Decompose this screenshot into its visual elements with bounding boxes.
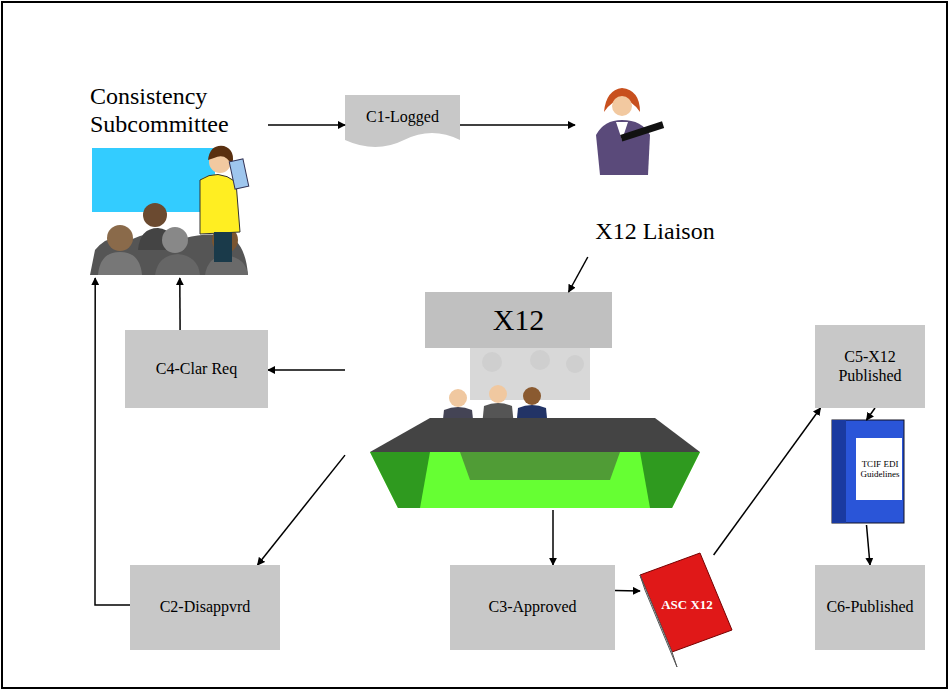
status-box: C4-Clar Req	[125, 330, 268, 408]
meeting-clipart-part	[143, 203, 167, 227]
flow-arrow	[714, 408, 821, 555]
node-label: ASC X12	[661, 598, 713, 613]
blue-binder-part	[832, 420, 846, 523]
flow-arrow	[95, 278, 130, 605]
meeting-clipart-part	[92, 148, 215, 212]
flow-arrow	[460, 124, 575, 126]
text-region: C6-Published	[819, 565, 921, 650]
meeting-table-clipart-part	[425, 292, 612, 348]
flow-arrow	[867, 525, 871, 565]
text-region: X12 Liaison	[575, 210, 735, 254]
node-label: TCIF EDI Guidelines	[857, 459, 903, 480]
committee-node: X12	[345, 292, 700, 510]
blue-binder-part	[832, 420, 904, 523]
meeting-table-clipart	[370, 292, 700, 508]
node-label: C3-Approved	[489, 598, 577, 616]
node-label: X12 Liaison	[595, 218, 714, 246]
red-book-part	[640, 575, 677, 667]
meeting-table-clipart-part	[530, 350, 550, 370]
meeting-table-clipart-part	[482, 352, 502, 372]
text-region: C5-X12 Published	[819, 325, 921, 408]
liaison-figure-part	[620, 121, 664, 141]
meeting-clipart	[90, 146, 249, 275]
text-region: C4-Clar Req	[129, 330, 264, 408]
meeting-table-clipart-part	[489, 385, 507, 403]
binder-node: TCIF EDI Guidelines	[828, 420, 905, 525]
flow-arrow	[615, 590, 640, 592]
text-region: C2-Disappvrd	[134, 565, 276, 650]
text-region: X12	[425, 292, 612, 348]
meeting-clipart-part	[214, 232, 232, 262]
blue-binder	[832, 420, 904, 523]
status-box: C2-Disappvrd	[130, 565, 280, 650]
node-label: C2-Disappvrd	[160, 598, 251, 616]
meeting-table-clipart-part	[370, 452, 430, 508]
node-label: Consistency Subcommittee	[90, 83, 266, 138]
status-box: C5-X12 Published	[815, 325, 925, 408]
text-region: C3-Approved	[454, 565, 611, 650]
meeting-clipart-part	[107, 225, 133, 251]
node-label: C4-Clar Req	[156, 360, 237, 378]
flow-arrow	[179, 278, 181, 330]
text-region: C1-Logged	[345, 95, 460, 139]
text-region: ASC X12	[656, 585, 718, 625]
status-box: C6-Published	[815, 565, 925, 650]
red-book-part	[640, 553, 732, 652]
flow-arrow	[268, 369, 345, 371]
committee-node: Consistency Subcommittee	[88, 78, 268, 278]
node-label: C6-Published	[826, 598, 913, 616]
liaison-figure	[596, 88, 664, 175]
meeting-clipart-part	[162, 227, 188, 253]
meeting-table-clipart-part	[370, 418, 700, 452]
meeting-table-clipart-part	[523, 387, 541, 405]
text-region: TCIF EDI Guidelines	[857, 439, 903, 499]
document-node: C1-Logged	[345, 95, 460, 145]
node-label: C1-Logged	[366, 108, 439, 126]
flow-arrow	[569, 257, 588, 292]
blue-binder-part	[856, 438, 902, 500]
node-label: X12	[493, 303, 545, 338]
meeting-clipart-part	[229, 159, 249, 189]
liaison-node: X12 Liaison	[575, 82, 735, 257]
node-label: C5-X12 Published	[819, 348, 921, 385]
book-node: ASC X12	[640, 555, 732, 652]
meeting-table-clipart-part	[460, 452, 620, 480]
flow-arrow	[258, 455, 346, 565]
meeting-table-clipart-part	[449, 389, 467, 407]
meeting-clipart-part	[98, 252, 142, 275]
flow-arrow	[867, 408, 876, 420]
text-region: Consistency Subcommittee	[90, 78, 266, 144]
flow-arrow	[268, 124, 345, 126]
status-box: C3-Approved	[450, 565, 615, 650]
meeting-table-clipart-part	[566, 355, 584, 373]
flow-arrow	[552, 510, 554, 565]
document-shape	[345, 95, 460, 147]
meeting-clipart-part	[155, 254, 200, 275]
meeting-table-clipart-part	[640, 452, 700, 508]
liaison-figure-part	[612, 96, 632, 116]
meeting-table-clipart-part	[370, 452, 700, 508]
red-book	[640, 553, 732, 667]
